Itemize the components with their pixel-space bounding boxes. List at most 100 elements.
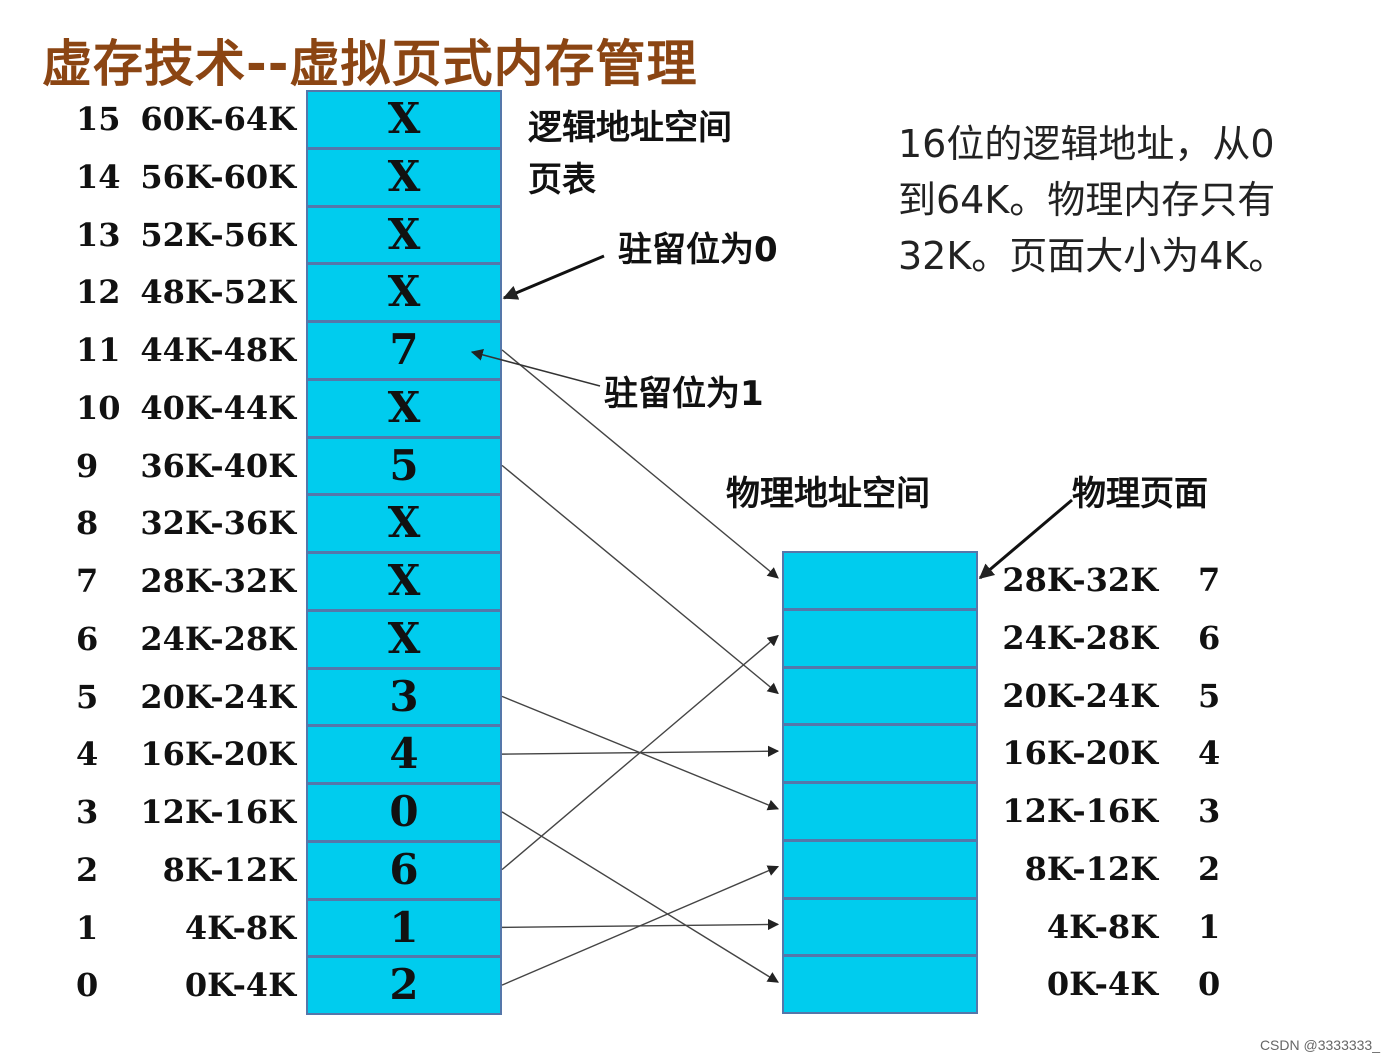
page-table-cell (306, 552, 502, 611)
resident-1-label: 驻留位为1 (604, 374, 764, 414)
page-range: 0K-4K (184, 966, 296, 1005)
page-entry: 1 (389, 902, 419, 952)
page-table-cell (306, 321, 502, 380)
physical-range: 24K-28K (1002, 618, 1158, 657)
page-index: 15 (76, 100, 121, 138)
description: 16位的逻辑地址，从0 到64K。物理内存只有 32K。页面大小为4K。 (898, 116, 1286, 284)
mapping-line (501, 811, 779, 983)
resident-1-arrow (470, 348, 601, 387)
page-table-cell (306, 378, 502, 438)
page-table-cell (306, 436, 502, 496)
page-range: 44K-48K (140, 331, 296, 369)
physical-page-cell (782, 782, 978, 841)
page-range: 56K-60K (140, 157, 296, 196)
page-entry: X (387, 267, 421, 317)
physical-index: 1 (1198, 907, 1221, 946)
page-index: 5 (76, 677, 99, 716)
mapping-line (501, 464, 779, 695)
page-index: 3 (76, 793, 99, 831)
page-index: 10 (76, 388, 121, 427)
page-entry: 2 (389, 960, 419, 1010)
physical-index: 2 (1198, 849, 1221, 888)
physical-page-cell (782, 666, 978, 726)
page-range: 16K-20K (140, 735, 296, 774)
page-index: 1 (76, 908, 99, 947)
physical-index: 3 (1198, 792, 1221, 830)
page-table-cell (306, 956, 502, 1015)
physical-page-arrow (978, 498, 1073, 580)
physical-range: 16K-20K (1002, 734, 1158, 773)
page-index: 12 (76, 273, 121, 312)
page-table-cell (306, 205, 502, 265)
page-table-cell (306, 667, 502, 727)
page-range: 4K-8K (184, 908, 296, 947)
physical-index: 5 (1198, 676, 1221, 715)
page-range: 32K-36K (140, 504, 296, 543)
description-line-2: 到64K。物理内存只有 (898, 178, 1276, 222)
page-entry: X (387, 209, 421, 259)
page-range: 52K-56K (140, 215, 296, 254)
page-entry: X (387, 498, 421, 548)
page-range: 20K-24K (140, 677, 296, 716)
page-index: 14 (76, 157, 121, 196)
page-index: 4 (76, 735, 99, 774)
physical-range: 20K-24K (1002, 676, 1158, 715)
physical-page-cell (782, 724, 978, 783)
page-index: 7 (76, 562, 99, 600)
physical-range: 0K-4K (1046, 965, 1158, 1004)
page-entry: X (387, 613, 421, 663)
page-entry: 5 (389, 440, 419, 490)
physical-page-label: 物理页面 (1072, 474, 1208, 514)
description-line-1: 16位的逻辑地址，从0 (898, 122, 1275, 166)
page-table-cell (306, 263, 502, 322)
page-entry: 0 (389, 787, 419, 836)
page-index: 13 (76, 215, 121, 254)
description-line-3: 32K。页面大小为4K。 (898, 234, 1287, 278)
page-index: 8 (76, 504, 99, 543)
page-table-label: 页表 (528, 160, 596, 200)
page-entry: X (387, 94, 421, 143)
watermark: CSDN @3333333_ (1259, 1037, 1380, 1053)
physical-space-label: 物理地址空间 (726, 474, 930, 514)
page-range: 28K-32K (140, 562, 296, 600)
page-entry: X (387, 556, 421, 605)
page-title: 虚存技术--虚拟页式内存管理 (42, 35, 698, 93)
physical-index: 0 (1198, 965, 1221, 1004)
logical-space-label: 逻辑地址空间 (528, 108, 732, 148)
page-table-cell (306, 783, 502, 842)
physical-index: 4 (1198, 734, 1221, 773)
page-index: 0 (76, 966, 99, 1005)
mapping-line (501, 865, 780, 986)
mapping-line (501, 349, 779, 579)
page-range: 8K-12K (162, 850, 296, 889)
page-index: 6 (76, 619, 99, 658)
page-index: 2 (76, 850, 99, 889)
page-range: 36K-40K (140, 446, 296, 485)
page-index: 11 (76, 331, 121, 369)
page-range: 48K-52K (140, 273, 296, 312)
page-range: 40K-44K (140, 388, 296, 427)
page-table-cell (306, 609, 502, 669)
physical-range: 12K-16K (1002, 792, 1158, 830)
physical-index: 7 (1198, 561, 1221, 599)
resident-0-arrow (502, 254, 605, 300)
page-table-cell (306, 494, 502, 553)
physical-index: 6 (1198, 618, 1221, 657)
physical-page-cell (782, 608, 978, 668)
physical-page-cell (782, 955, 978, 1014)
physical-range: 4K-8K (1046, 907, 1158, 946)
physical-range: 28K-32K (1002, 561, 1158, 599)
page-entry: 7 (389, 325, 419, 374)
page-range: 60K-64K (140, 100, 296, 138)
page-entry: X (387, 151, 421, 201)
page-entry: 4 (389, 729, 419, 779)
resident-0-label: 驻留位为0 (618, 230, 778, 270)
page-entry: 3 (389, 671, 419, 721)
page-entry: 6 (389, 844, 419, 894)
mapping-line (501, 634, 779, 871)
physical-range: 8K-12K (1024, 849, 1158, 888)
page-index: 9 (76, 446, 99, 485)
page-range: 12K-16K (140, 793, 296, 831)
page-entry: X (387, 382, 421, 432)
